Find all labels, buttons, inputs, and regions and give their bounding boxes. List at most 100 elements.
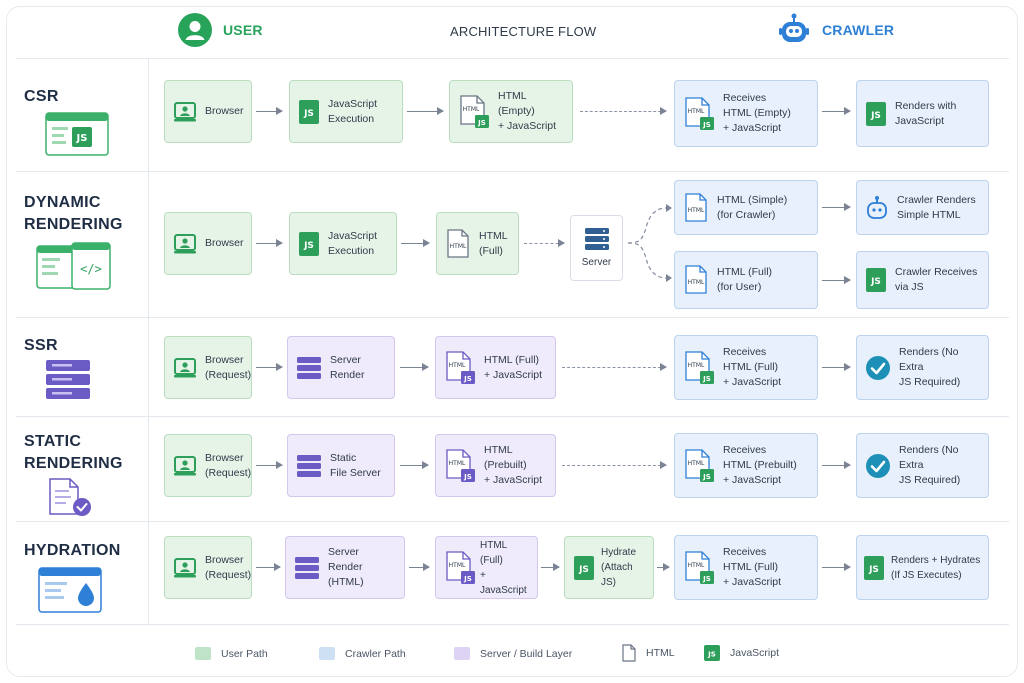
flow-node: Browser (Request): [164, 536, 252, 599]
flow-node: JS JavaScript Execution: [289, 80, 403, 143]
svg-text:JS: JS: [463, 575, 472, 583]
legend-item-user-path: User Path: [195, 647, 268, 660]
server-icon: [297, 454, 321, 477]
server-icon: [295, 556, 319, 579]
divider: [16, 416, 1009, 417]
node-label: Browser (Request): [205, 451, 252, 479]
node-label: JavaScript Execution: [328, 97, 378, 125]
flow-arrow: [407, 107, 444, 115]
svg-text:JS: JS: [868, 565, 879, 575]
node-label: Browser (Request): [205, 553, 252, 581]
divider: [148, 58, 149, 624]
server-icon: [584, 227, 609, 250]
flow-arrow-dashed: [562, 363, 667, 371]
node-label: HTML (Empty) + JavaScript: [498, 90, 557, 132]
row-title-ssr: SSR: [24, 337, 58, 354]
js-icon: JS: [866, 101, 886, 126]
row-title-hydration: HYDRATION: [24, 542, 121, 559]
flow-node: JS Hydrate (Attach JS): [564, 536, 654, 599]
node-label: HTML (Full) + JavaScript: [484, 353, 543, 381]
node-label: Renders + Hydrates (If JS Executes): [891, 554, 981, 581]
svg-text:JS: JS: [463, 375, 472, 383]
flow-node: HTML HTML (Full) (for User): [674, 251, 818, 309]
svg-text:HTML: HTML: [449, 362, 466, 369]
divider: [16, 624, 1009, 625]
server-icon: [297, 356, 321, 379]
row-title-csr: CSR: [24, 88, 59, 105]
flow-node: JS JavaScript Execution: [289, 212, 397, 275]
node-label: Receives HTML (Full) + JavaScript: [723, 546, 782, 588]
svg-text:JS: JS: [870, 111, 881, 121]
flow-arrow: [256, 239, 283, 247]
flow-node: Renders (No Extra JS Required): [856, 433, 989, 498]
flow-node: JS Renders with JavaScript: [856, 80, 989, 147]
js-icon: JS: [299, 231, 319, 256]
html-file-icon: HTML: [447, 228, 469, 258]
flow-arrow: [400, 363, 429, 371]
flow-node: HTML JS HTML (Full) + JavaScript: [435, 536, 538, 599]
svg-text:HTML: HTML: [449, 562, 466, 569]
node-label: HTML (Simple) (for Crawler): [717, 193, 788, 221]
robot-icon: [867, 195, 887, 219]
flow-arrow: [822, 461, 851, 469]
legend-item-javascript: JS JavaScript: [704, 645, 779, 661]
svg-text:HTML: HTML: [688, 562, 705, 569]
flow-node: HTML HTML (Full): [436, 212, 519, 275]
svg-text:HTML: HTML: [688, 108, 705, 115]
js-icon: JS: [864, 555, 884, 580]
node-label: HTML (Full) + JavaScript: [480, 539, 527, 596]
node-label: Renders (No Extra JS Required): [899, 346, 961, 388]
flow-arrow: [256, 363, 283, 371]
node-label: Renders with JavaScript: [895, 99, 957, 127]
svg-text:JS: JS: [702, 473, 711, 481]
svg-text:HTML: HTML: [463, 106, 480, 113]
user-header: USER: [223, 22, 263, 38]
flow-arrow-dashed: [580, 107, 667, 115]
flow-arrow: [822, 363, 851, 371]
js-icon: JS: [574, 555, 594, 580]
legend-swatch: [319, 647, 335, 660]
check-circle-icon: [866, 453, 890, 478]
node-label: Browser: [205, 105, 244, 117]
node-label: Static File Server: [330, 451, 381, 479]
legend-item-crawler-path: Crawler Path: [319, 647, 406, 660]
page-title: ARCHITECTURE FLOW: [450, 24, 597, 39]
node-label: HTML (Full) (for User): [717, 266, 773, 293]
svg-text:JS: JS: [870, 277, 881, 287]
svg-text:JS: JS: [702, 121, 711, 129]
node-label: Crawler Receives via JS: [895, 266, 978, 293]
flow-arrow: [657, 563, 670, 571]
flow-arrow-dashed: [524, 239, 565, 247]
html-file-icon: HTML: [685, 265, 707, 294]
node-label: JavaScript Execution: [328, 229, 378, 257]
legend-label: HTML: [646, 647, 675, 659]
browser-user-icon: [174, 357, 196, 377]
flow-arrow-dashed: [562, 461, 667, 469]
divider: [16, 521, 1009, 522]
node-label: Server Render: [330, 353, 365, 381]
flow-node: Browser (Request): [164, 434, 252, 497]
node-label: HTML (Full): [479, 229, 508, 257]
flow-node: Crawler Renders Simple HTML: [856, 180, 989, 235]
flow-arrow: [822, 203, 851, 211]
crawler-header: CRAWLER: [822, 22, 895, 38]
flow-arrow: [256, 563, 281, 571]
flow-node: Browser: [164, 212, 252, 275]
branch-arrows: [627, 204, 672, 282]
js-icon: JS: [704, 645, 720, 661]
html-js-file-icon: HTML JS: [446, 550, 475, 584]
flow-arrow: [409, 563, 430, 571]
svg-text:HTML: HTML: [688, 279, 705, 286]
svg-text:HTML: HTML: [449, 460, 466, 467]
browser-user-icon: [174, 101, 196, 121]
node-label: HTML (Prebuilt) + JavaScript: [484, 444, 543, 486]
node-label: Receives HTML (Full) + JavaScript: [723, 346, 782, 388]
html-js-file-icon: HTML JS: [685, 96, 714, 130]
flow-arrow: [401, 239, 430, 247]
svg-text:JS: JS: [303, 109, 314, 119]
